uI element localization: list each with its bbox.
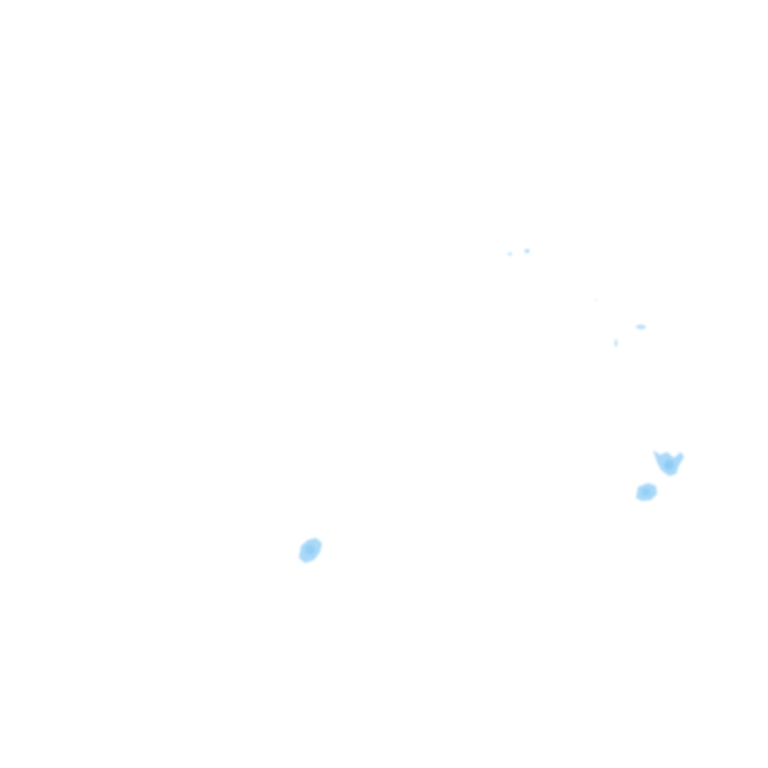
radar-echo [305,545,315,555]
radar-echo-cluster-southwest [299,538,322,563]
radar-echo [664,460,674,470]
radar-echo [595,299,597,301]
radar-echo-cluster-southeast [636,450,684,501]
radar-echo [642,488,650,496]
radar-echo [636,324,646,330]
radar-echo [508,252,512,256]
radar-echo-cluster-east [614,324,646,347]
radar-echo [614,339,618,347]
radar-echo [640,213,642,215]
radar-echo-cluster-north [508,213,642,301]
radar-echo [524,249,530,253]
